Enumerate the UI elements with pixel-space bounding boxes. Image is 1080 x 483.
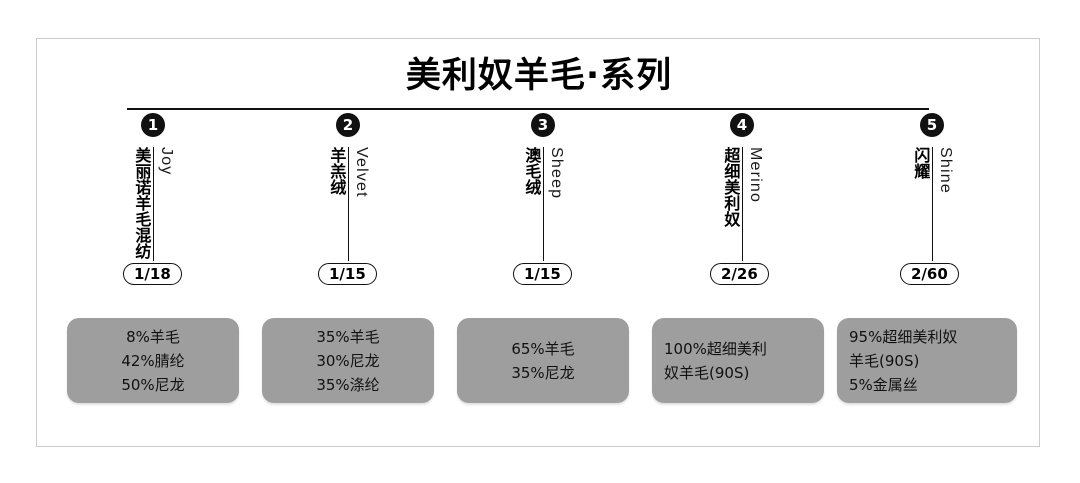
column-badge-1: 1 [141,113,165,137]
column-name-cn-5: 闪耀 [911,147,931,179]
column-name-en-5: Shine [937,147,954,194]
column-name-cn-4: 超细美利奴 [721,147,741,227]
composition-box-3: 65%羊毛 35%尼龙 [457,318,629,403]
poster-frame: 美利奴羊毛·系列 1 美丽诺羊毛混纺 Joy 1/18 8%羊毛 42%腈纶 5… [36,38,1040,447]
column-name-cn-3: 澳毛绒 [522,147,542,195]
column-name-cn-1: 美丽诺羊毛混纺 [132,147,152,259]
product-column-4: 4 超细美利奴 Merino 2/26 [652,113,824,328]
product-column-2: 2 羊羔绒 Velvet 1/15 [262,113,434,328]
column-name-en-4: Merino [747,147,764,204]
column-divider-5 [932,147,933,261]
composition-line: 35%羊毛 [316,327,380,346]
composition-line: 5%金属丝 [849,375,918,394]
composition-line: 8%羊毛 [126,327,180,346]
column-name-en-3: Sheep [548,147,565,200]
composition-box-4: 100%超细美利 奴羊毛(90S) [652,318,824,403]
composition-line: 65%羊毛 [511,339,575,358]
column-badge-2: 2 [336,113,360,137]
column-badge-4: 4 [730,113,754,137]
column-count-1: 1/18 [123,263,182,285]
column-divider-1 [153,147,154,261]
column-divider-2 [348,147,349,261]
composition-line: 42%腈纶 [121,351,185,370]
column-name-en-1: Joy [158,147,175,176]
column-count-4: 2/26 [710,263,769,285]
product-column-3: 3 澳毛绒 Sheep 1/15 [457,113,629,328]
column-name-cn-2: 羊羔绒 [327,147,347,195]
product-column-1: 1 美丽诺羊毛混纺 Joy 1/18 [67,113,239,328]
composition-line: 35%涤纶 [316,375,380,394]
composition-line: 35%尼龙 [511,363,575,382]
page-title: 美利奴羊毛·系列 [405,56,673,96]
composition-line: 羊毛(90S) [849,351,920,370]
product-column-5: 5 闪耀 Shine 2/60 [842,113,1014,328]
composition-line: 50%尼龙 [121,375,185,394]
column-count-5: 2/60 [900,263,959,285]
column-divider-3 [543,147,544,261]
column-divider-4 [742,147,743,261]
column-badge-3: 3 [531,113,555,137]
column-name-en-2: Velvet [353,147,370,198]
column-count-2: 1/15 [318,263,377,285]
composition-line: 95%超细美利奴 [849,327,958,346]
composition-line: 100%超细美利 [664,339,767,358]
column-badge-5: 5 [920,113,944,137]
composition-box-1: 8%羊毛 42%腈纶 50%尼龙 [67,318,239,403]
composition-line: 30%尼龙 [316,351,380,370]
composition-line: 奴羊毛(90S) [664,363,750,382]
title-underline-rule [127,108,929,110]
composition-box-5: 95%超细美利奴 羊毛(90S) 5%金属丝 [837,318,1017,403]
product-columns: 1 美丽诺羊毛混纺 Joy 1/18 8%羊毛 42%腈纶 50%尼龙 2 羊羔… [37,39,1041,448]
column-count-3: 1/15 [513,263,572,285]
composition-box-2: 35%羊毛 30%尼龙 35%涤纶 [262,318,434,403]
